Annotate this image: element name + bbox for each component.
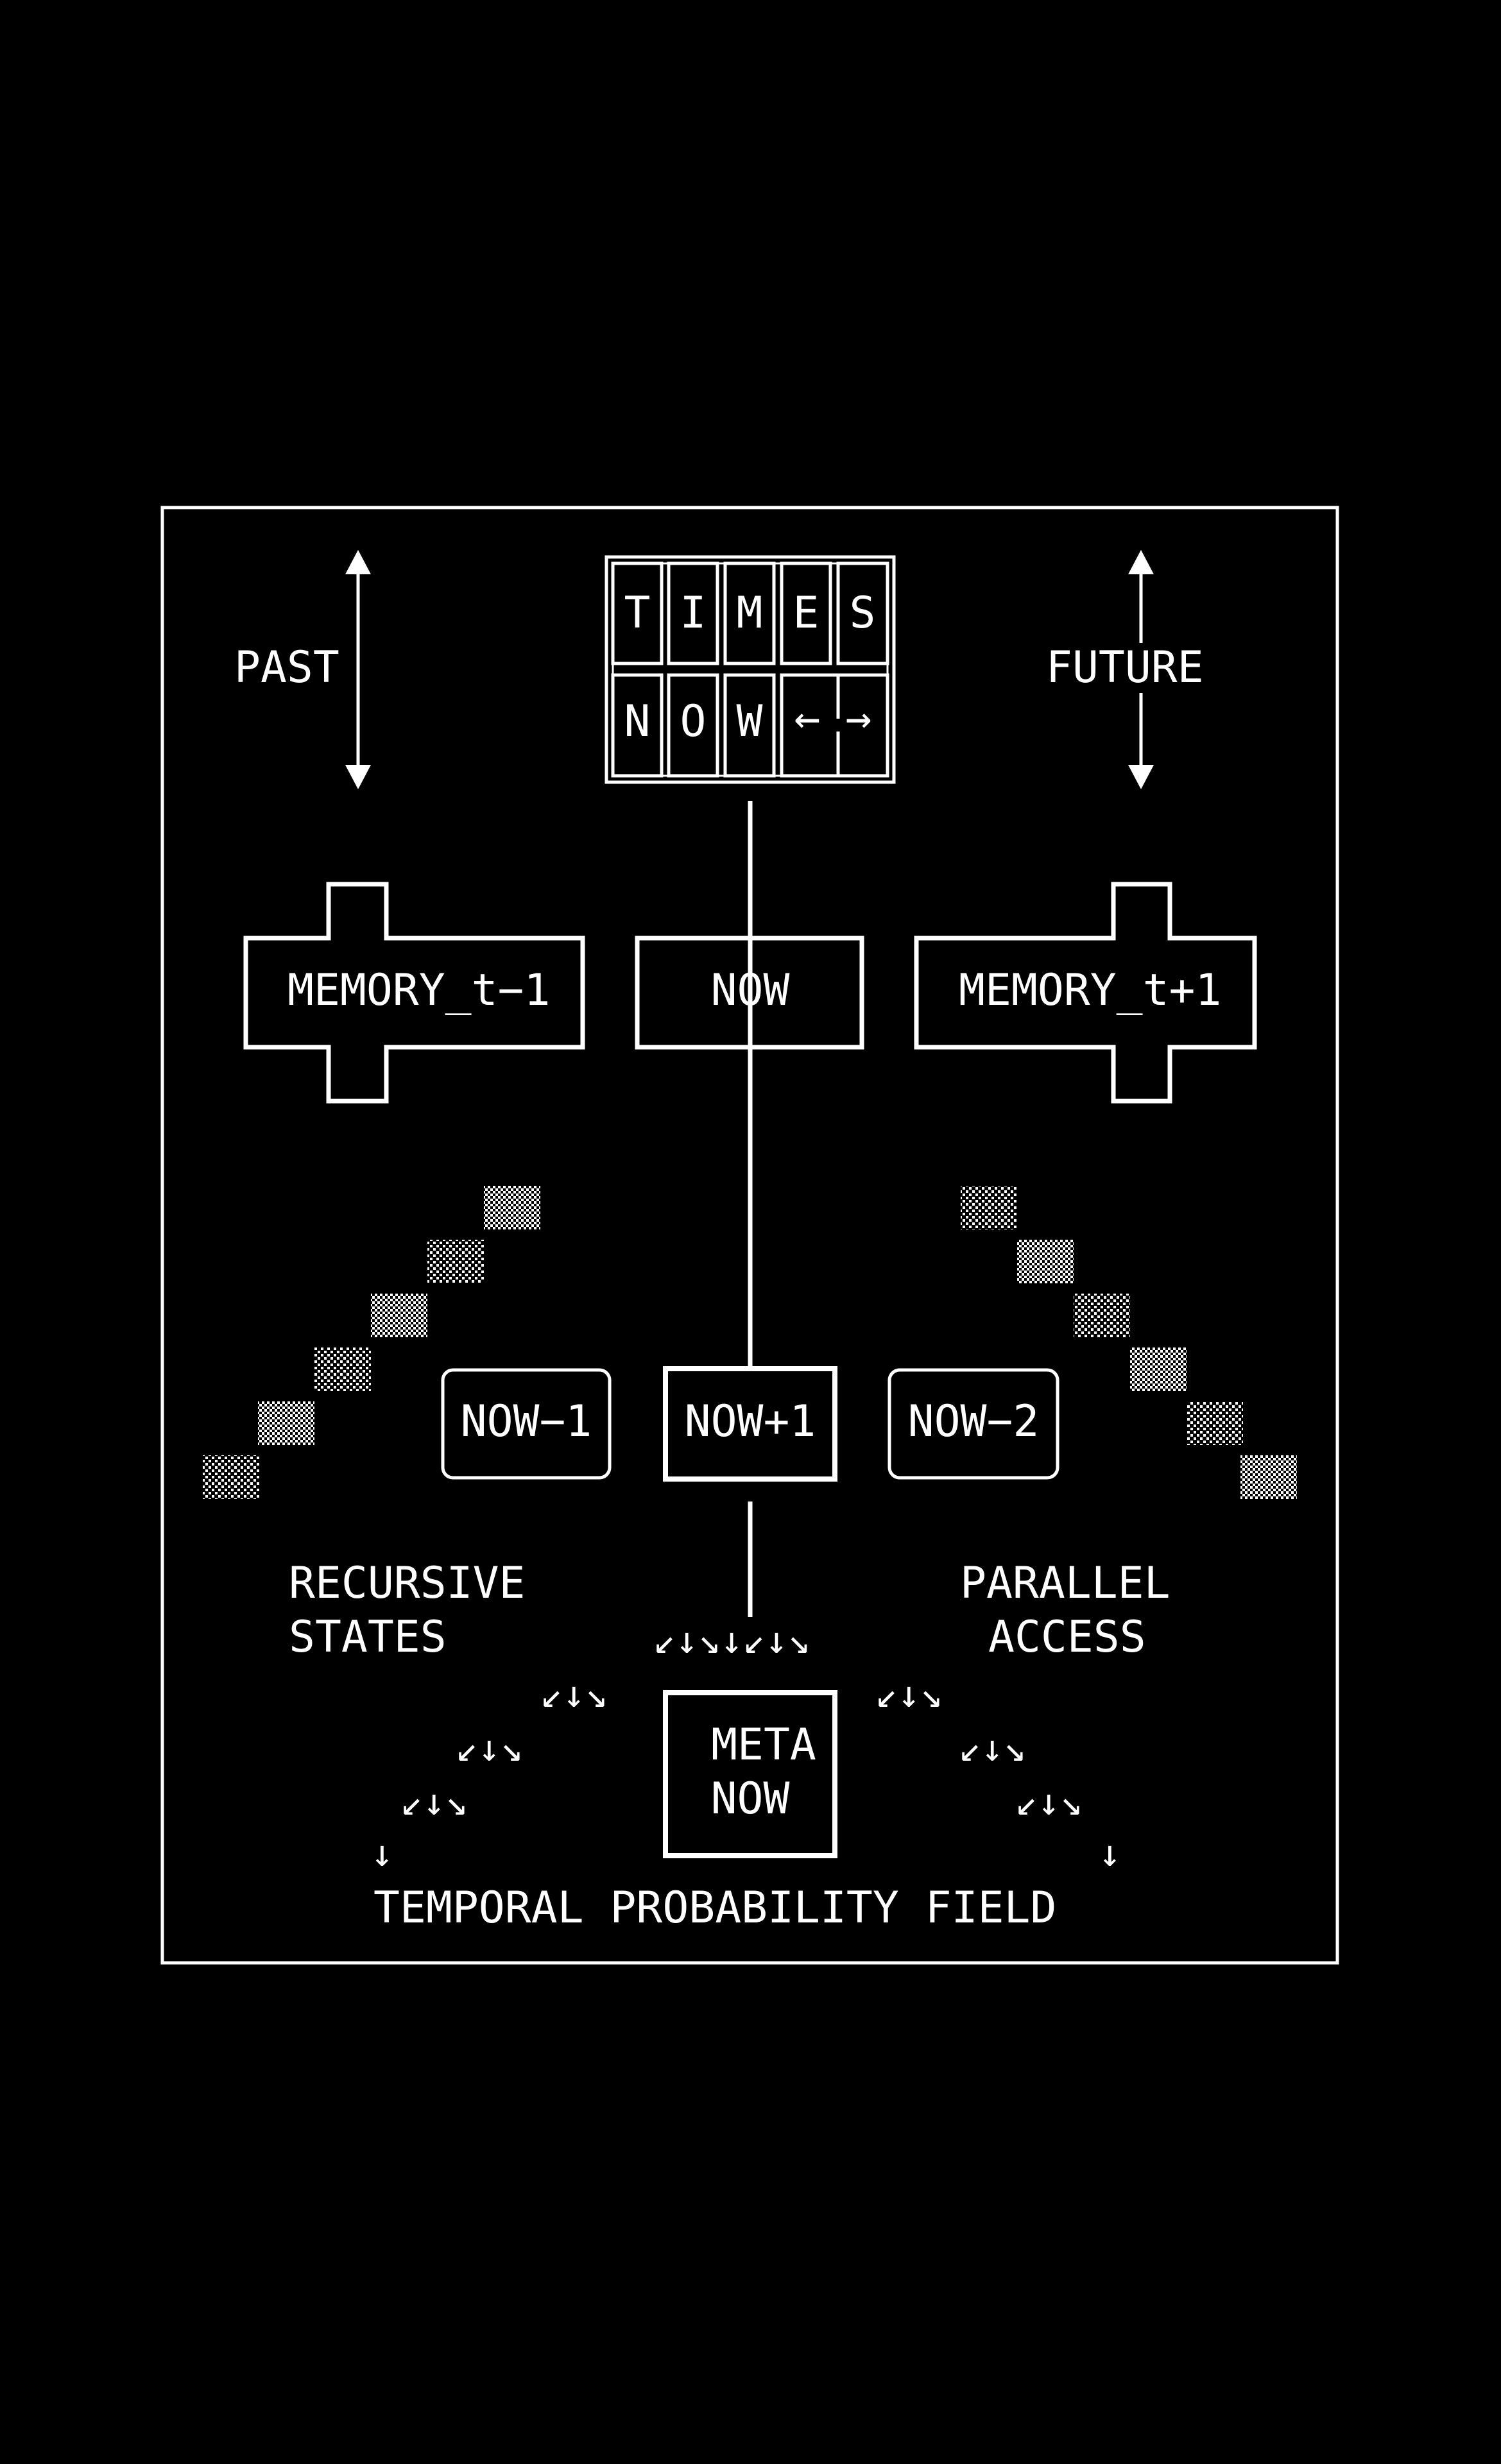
- now-minus-1-label: NOW−1: [461, 1396, 592, 1447]
- grid-letter: N: [624, 696, 651, 747]
- future-double-arrow-icon: [1128, 550, 1154, 789]
- meta-now-label: NOW: [711, 1774, 790, 1824]
- grid-letter: T: [624, 588, 651, 638]
- arrow-glyphs: ↓: [1099, 1831, 1121, 1875]
- memory-future-label: MEMORY_t+1: [959, 965, 1221, 1016]
- title-grid: T I M E S N O W ← →: [605, 555, 896, 784]
- arrow-glyphs: ↙↓↘: [1015, 1780, 1083, 1824]
- arrow-glyphs: ↙↓↘: [456, 1726, 523, 1770]
- right-arrow-icon: →: [846, 693, 872, 744]
- grid-letter: S: [850, 588, 876, 638]
- recursive-dither-staircase-icon: [203, 1186, 540, 1499]
- parallel-dither-staircase-icon: [961, 1186, 1297, 1499]
- arrow-glyphs: ↙↓↘: [959, 1726, 1026, 1770]
- recursive-states-label: STATES: [289, 1612, 447, 1663]
- outer-frame: [160, 506, 1339, 1965]
- grid-letter: O: [680, 696, 707, 747]
- meta-now-label: META: [711, 1720, 816, 1770]
- arrow-glyphs: ↙↓↘: [400, 1780, 468, 1824]
- parallel-access-label: PARALLEL: [960, 1558, 1171, 1609]
- arrow-glyphs: ↙↓↘: [875, 1672, 943, 1716]
- now-node: [635, 936, 864, 1050]
- grid-letter: W: [737, 696, 763, 747]
- arrow-glyphs: ↓: [371, 1831, 393, 1875]
- memory-past-label: MEMORY_t−1: [287, 965, 550, 1016]
- memory-past-node: [243, 882, 585, 1104]
- recursive-states-label: RECURSIVE: [289, 1558, 525, 1609]
- past-label: PAST: [234, 642, 339, 693]
- grid-letter: M: [737, 588, 763, 638]
- now-label: NOW: [711, 965, 790, 1016]
- temporal-probability-field-label: TEMPORAL PROBABILITY FIELD: [373, 1883, 1056, 1933]
- future-label: FUTURE: [1046, 642, 1204, 693]
- grid-letter: E: [793, 588, 819, 638]
- now-minus-2-node: [888, 1368, 1059, 1480]
- arrow-glyphs: ↙↓↘↓↙↓↘: [653, 1618, 810, 1662]
- parallel-access-label: ACCESS: [988, 1612, 1146, 1663]
- past-double-arrow-icon: [345, 550, 371, 789]
- now-minus-2-label: NOW−2: [908, 1396, 1040, 1447]
- arrow-glyphs: ↙↓↘: [540, 1672, 608, 1716]
- memory-future-node: [914, 882, 1257, 1104]
- now-minus-1-node: [441, 1368, 612, 1480]
- grid-letter: I: [680, 588, 707, 638]
- now-plus-1-node: [663, 1366, 837, 1482]
- left-arrow-icon: ←: [794, 693, 821, 744]
- now-plus-1-label: NOW+1: [685, 1396, 816, 1447]
- meta-now-node: [663, 1690, 837, 1858]
- probability-arrows: ↙↓↘↓↙↓↘ ↙↓↘ ↙↓↘ ↙↓↘ ↓ ↙↓↘ ↙↓↘ ↙↓↘ ↓: [371, 1618, 1121, 1875]
